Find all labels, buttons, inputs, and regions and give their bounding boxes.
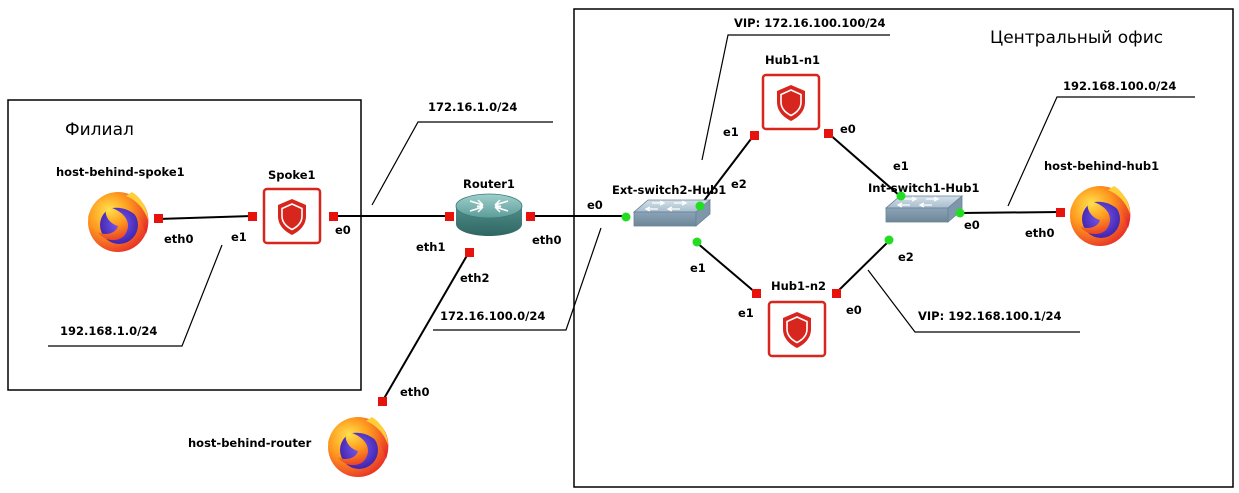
- port-marker: [329, 212, 338, 221]
- link-ext-switch-to-hub1-n1: [699, 134, 755, 207]
- port-marker: [884, 235, 894, 245]
- port-marker: [955, 208, 965, 218]
- iface-label: eth0: [164, 232, 194, 246]
- note-vip-ext: VIP: 172.16.100.100/24: [734, 16, 886, 30]
- port-marker: [752, 289, 761, 298]
- note-line-transit-spoke: [371, 121, 553, 206]
- note-line-central-net: [1007, 96, 1195, 207]
- port-marker: [750, 131, 759, 140]
- link-hub1-n1-to-int-switch: [827, 132, 901, 197]
- firefox-icon[interactable]: [1070, 186, 1131, 246]
- ext-switch-label: Ext-switch2-Hub1: [612, 183, 726, 197]
- host-behind-hub1-label: host-behind-hub1: [1044, 159, 1159, 173]
- link-int-switch-to-host-hub: [959, 211, 1061, 214]
- note-line-vip-ext: [701, 34, 890, 161]
- port-marker: [621, 212, 631, 222]
- port-marker: [1056, 208, 1065, 217]
- branch-zone: [7, 99, 362, 391]
- note-branch-net: 192.168.1.0/24: [60, 324, 157, 338]
- iface-label: e2: [898, 250, 914, 264]
- link-host-spoke-to-spoke1: [157, 215, 253, 220]
- iface-label: e1: [231, 230, 247, 244]
- iface-label: e1: [893, 159, 909, 173]
- branch-zone-label: Филиал: [65, 120, 134, 140]
- firewall-icon[interactable]: [262, 187, 322, 245]
- iface-label: e0: [587, 198, 603, 212]
- port-marker: [154, 214, 163, 223]
- firewall-icon[interactable]: [767, 300, 827, 358]
- hub1-n2-label: Hub1-n2: [771, 279, 826, 293]
- iface-label: e1: [690, 261, 706, 275]
- iface-label: e0: [964, 218, 980, 232]
- note-line-vip-int: [867, 269, 1080, 333]
- port-marker: [445, 212, 454, 221]
- note-transit-hub: 172.16.100.0/24: [440, 309, 545, 323]
- port-marker: [526, 212, 535, 221]
- iface-label: eth2: [460, 271, 490, 285]
- port-marker: [378, 397, 387, 406]
- port-marker: [896, 191, 906, 201]
- note-vip-int: VIP: 192.168.100.1/24: [918, 309, 1062, 323]
- int-switch-label: Int-switch1-Hub1: [868, 181, 979, 195]
- note-transit-spoke: 172.16.1.0/24: [428, 100, 517, 114]
- hub1-n1-label: Hub1-n1: [765, 53, 820, 67]
- note-line-transit-hub: [433, 227, 602, 331]
- switch-icon[interactable]: [885, 195, 963, 223]
- port-marker: [695, 201, 705, 211]
- port-marker: [692, 237, 702, 247]
- port-marker: [832, 289, 841, 298]
- link-hub1-n2-to-int-switch: [835, 239, 891, 294]
- iface-label: e0: [840, 122, 856, 136]
- central-office-zone: [573, 8, 1234, 488]
- port-marker: [465, 248, 474, 257]
- link-ext-switch-to-hub1-n2: [695, 241, 757, 294]
- host-behind-spoke1-label: host-behind-spoke1: [56, 165, 185, 179]
- router-icon[interactable]: [455, 193, 523, 236]
- firefox-icon[interactable]: [88, 192, 149, 252]
- iface-label: eth1: [416, 240, 446, 254]
- link-router1-to-host-router: [381, 251, 470, 403]
- firefox-icon[interactable]: [328, 417, 389, 477]
- iface-label: e0: [335, 223, 351, 237]
- port-marker: [248, 212, 257, 221]
- iface-label: eth0: [532, 233, 562, 247]
- iface-label: e2: [731, 177, 747, 191]
- note-line-branch-net: [48, 244, 223, 347]
- iface-label: e0: [846, 303, 862, 317]
- iface-label: eth0: [400, 385, 430, 399]
- spoke1-label: Spoke1: [268, 168, 316, 182]
- host-behind-router-label: host-behind-router: [188, 436, 312, 450]
- iface-label: e1: [738, 306, 754, 320]
- router1-label: Router1: [463, 177, 515, 191]
- note-central-net: 192.168.100.0/24: [1063, 79, 1176, 93]
- iface-label: e1: [723, 125, 739, 139]
- port-marker: [824, 129, 833, 138]
- iface-label: eth0: [1025, 226, 1055, 240]
- firewall-icon[interactable]: [761, 73, 821, 131]
- central-office-zone-label: Центральный офис: [990, 28, 1163, 48]
